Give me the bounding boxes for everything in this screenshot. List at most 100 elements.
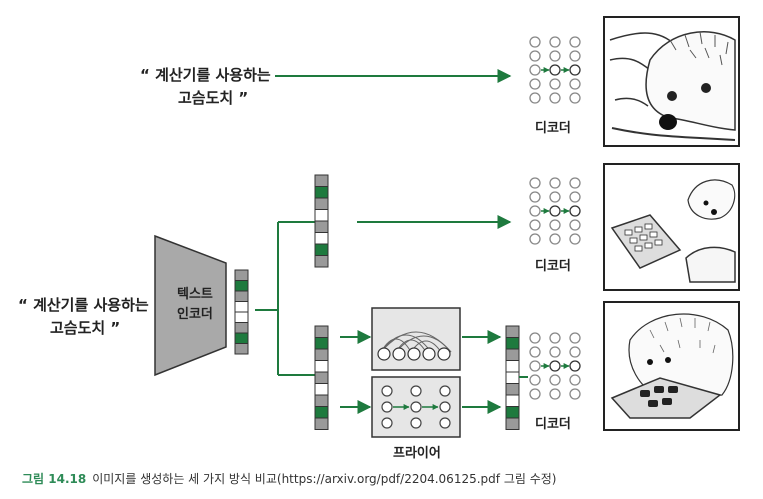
decoder-node: [549, 36, 561, 48]
embedding-cell: [234, 332, 249, 344]
embedding-row-3: [314, 325, 329, 430]
decoder-node: [529, 233, 541, 245]
decoder-node: [529, 346, 541, 358]
decoder-node: [529, 205, 541, 217]
decoder-node: [529, 191, 541, 203]
decoder-node: [569, 177, 581, 189]
svg-text:고슴도치 ”: 고슴도치 ”: [50, 319, 120, 337]
text-encoder-label-2: 인코더: [177, 306, 213, 322]
embedding-cell: [505, 406, 520, 419]
embedding-cell: [234, 322, 249, 334]
prior-diffusion-box: [371, 376, 461, 438]
figure-number: 그림 14.18: [22, 472, 87, 486]
decoder-node: [529, 64, 541, 76]
embedding-row-2: [314, 174, 329, 268]
hedgehog-image-3: [603, 301, 740, 431]
decoder-node: [569, 50, 581, 62]
embedding-cell: [234, 301, 249, 313]
embedding-cell: [314, 325, 329, 338]
decoder-node: [549, 92, 561, 104]
embedding-cell: [314, 209, 329, 222]
decoder-node: [529, 92, 541, 104]
left-prompt: “ 계산기를 사용하는 고슴도치 ”: [18, 296, 149, 337]
decoder-node: [529, 374, 541, 386]
decoder-node: [569, 388, 581, 400]
decoder-node: [529, 36, 541, 48]
prior-label: 프라이어: [393, 445, 441, 461]
svg-text:고슴도치 ”: 고슴도치 ”: [178, 89, 248, 107]
decoder-node: [529, 50, 541, 62]
embedding-cell: [234, 311, 249, 323]
decoder-node: [529, 219, 541, 231]
decoder-node: [569, 233, 581, 245]
decoder-node: [549, 191, 561, 203]
embedding-cell: [314, 220, 329, 233]
decoder-node: [549, 233, 561, 245]
prior-output-embedding: [505, 325, 520, 430]
decoder-node: [529, 332, 541, 344]
decoder-node: [549, 360, 561, 372]
embedding-cell: [314, 243, 329, 256]
decoder-node: [549, 219, 561, 231]
embedding-cell: [314, 360, 329, 373]
text-encoder-label-1: 텍스트: [177, 286, 213, 302]
embedding-cell: [505, 337, 520, 350]
embedding-cell: [314, 406, 329, 419]
embedding-cell: [314, 174, 329, 187]
decoder-2: [529, 177, 581, 245]
decoder-node: [529, 78, 541, 90]
decoder-1-label: 디코더: [535, 120, 571, 136]
decoder-node: [569, 332, 581, 344]
decoder-node: [569, 64, 581, 76]
decoder-node: [549, 374, 561, 386]
decoder-node: [569, 374, 581, 386]
svg-text:“ 계산기를 사용하는: “ 계산기를 사용하는: [140, 66, 271, 84]
hedgehog-image-2: [603, 163, 740, 291]
embedding-cell: [314, 197, 329, 210]
decoder-node: [569, 219, 581, 231]
embedding-cell: [234, 280, 249, 292]
decoder-node: [549, 388, 561, 400]
text-encoder-shape: [154, 234, 227, 377]
decoder-1: [529, 36, 581, 104]
decoder-3: [529, 332, 581, 400]
embedding-cell: [314, 348, 329, 361]
embedding-cell: [234, 269, 249, 281]
decoder-node: [529, 388, 541, 400]
decoder-node: [569, 360, 581, 372]
hedgehog-image-1: [603, 16, 740, 147]
decoder-node: [549, 346, 561, 358]
decoder-node: [569, 92, 581, 104]
decoder-3-label: 디코더: [535, 416, 571, 432]
decoder-node: [549, 64, 561, 76]
decoder-node: [549, 50, 561, 62]
embedding-cell: [234, 290, 249, 302]
embedding-cell: [505, 394, 520, 407]
embedding-cell: [314, 417, 329, 430]
decoder-2-label: 디코더: [535, 258, 571, 274]
decoder-node: [529, 360, 541, 372]
embedding-cell: [314, 371, 329, 384]
decoder-node: [569, 36, 581, 48]
embedding-cell: [505, 325, 520, 338]
prior-transformer-box: [371, 307, 461, 371]
embedding-cell: [505, 383, 520, 396]
embedding-cell: [234, 343, 249, 355]
encoder-connectors: [255, 221, 315, 376]
decoder-node: [549, 205, 561, 217]
decoder-node: [569, 78, 581, 90]
embedding-cell: [314, 186, 329, 199]
decoder-node: [569, 346, 581, 358]
top-prompt: “ 계산기를 사용하는 고슴도치 ”: [140, 66, 271, 107]
embedding-cell: [505, 360, 520, 373]
embedding-cell: [314, 232, 329, 245]
decoder-node: [569, 205, 581, 217]
decoder-node: [569, 191, 581, 203]
embedding-cell: [314, 383, 329, 396]
embedding-cell: [314, 255, 329, 268]
embedding-cell: [314, 337, 329, 350]
embedding-cell: [505, 417, 520, 430]
decoder-node: [549, 78, 561, 90]
embedding-cell: [505, 348, 520, 361]
